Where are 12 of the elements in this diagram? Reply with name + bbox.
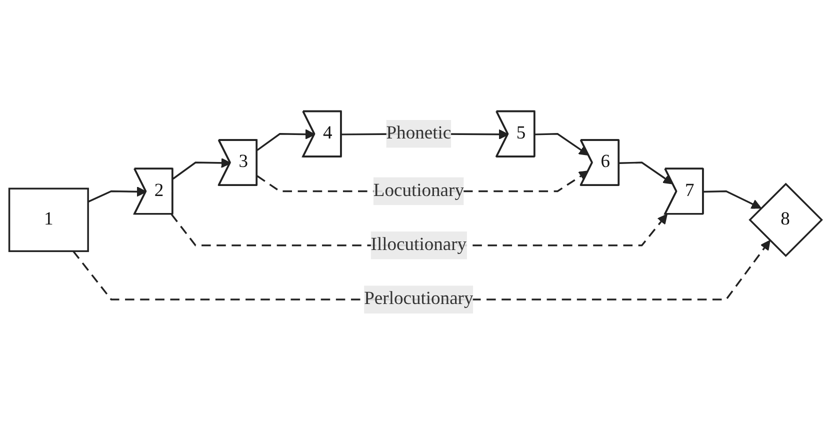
node-box: 1 bbox=[8, 187, 89, 252]
arrow bbox=[172, 158, 232, 180]
edge-label: Illocutionary bbox=[370, 234, 467, 254]
arrow bbox=[534, 132, 590, 156]
arrow bbox=[619, 161, 674, 184]
edge-label: Locutionary bbox=[373, 180, 464, 200]
arrow bbox=[704, 190, 762, 208]
edge-label: Phonetic bbox=[386, 123, 452, 143]
arrow bbox=[256, 128, 316, 151]
arrow bbox=[88, 186, 147, 202]
edge-label: Perlocutionary bbox=[364, 288, 474, 308]
node-diamond: 8 bbox=[748, 182, 823, 257]
